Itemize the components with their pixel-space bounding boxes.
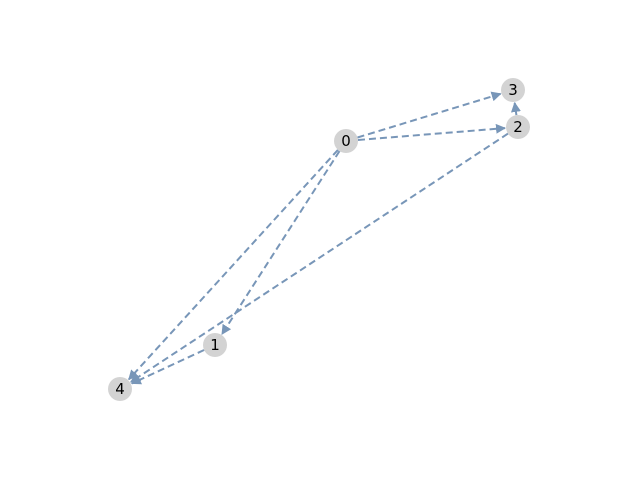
- node-circle: [203, 333, 227, 357]
- node-0: 0: [334, 129, 358, 153]
- node-1: 1: [203, 333, 227, 357]
- edge-0-to-1: [221, 150, 341, 335]
- edge-2-to-3: [510, 101, 521, 116]
- edge-0-to-2: [357, 123, 506, 141]
- edges: [128, 91, 521, 385]
- edge-0-to-4: [128, 149, 339, 381]
- node-circle: [501, 78, 525, 102]
- edge-0-to-3: [357, 91, 502, 139]
- node-label: 0: [341, 132, 351, 150]
- node-2: 2: [506, 115, 530, 139]
- node-circle: [334, 129, 358, 153]
- node-4: 4: [108, 377, 132, 401]
- node-circle: [506, 115, 530, 139]
- node-label: 4: [115, 380, 125, 398]
- node-label: 2: [513, 118, 523, 136]
- node-label: 3: [508, 81, 518, 99]
- node-circle: [108, 377, 132, 401]
- node-3: 3: [501, 78, 525, 102]
- edge-2-to-4: [130, 132, 509, 383]
- edge-1-to-4: [130, 349, 205, 385]
- node-label: 1: [210, 336, 220, 354]
- nodes: 0 1 2 3 4: [108, 78, 530, 401]
